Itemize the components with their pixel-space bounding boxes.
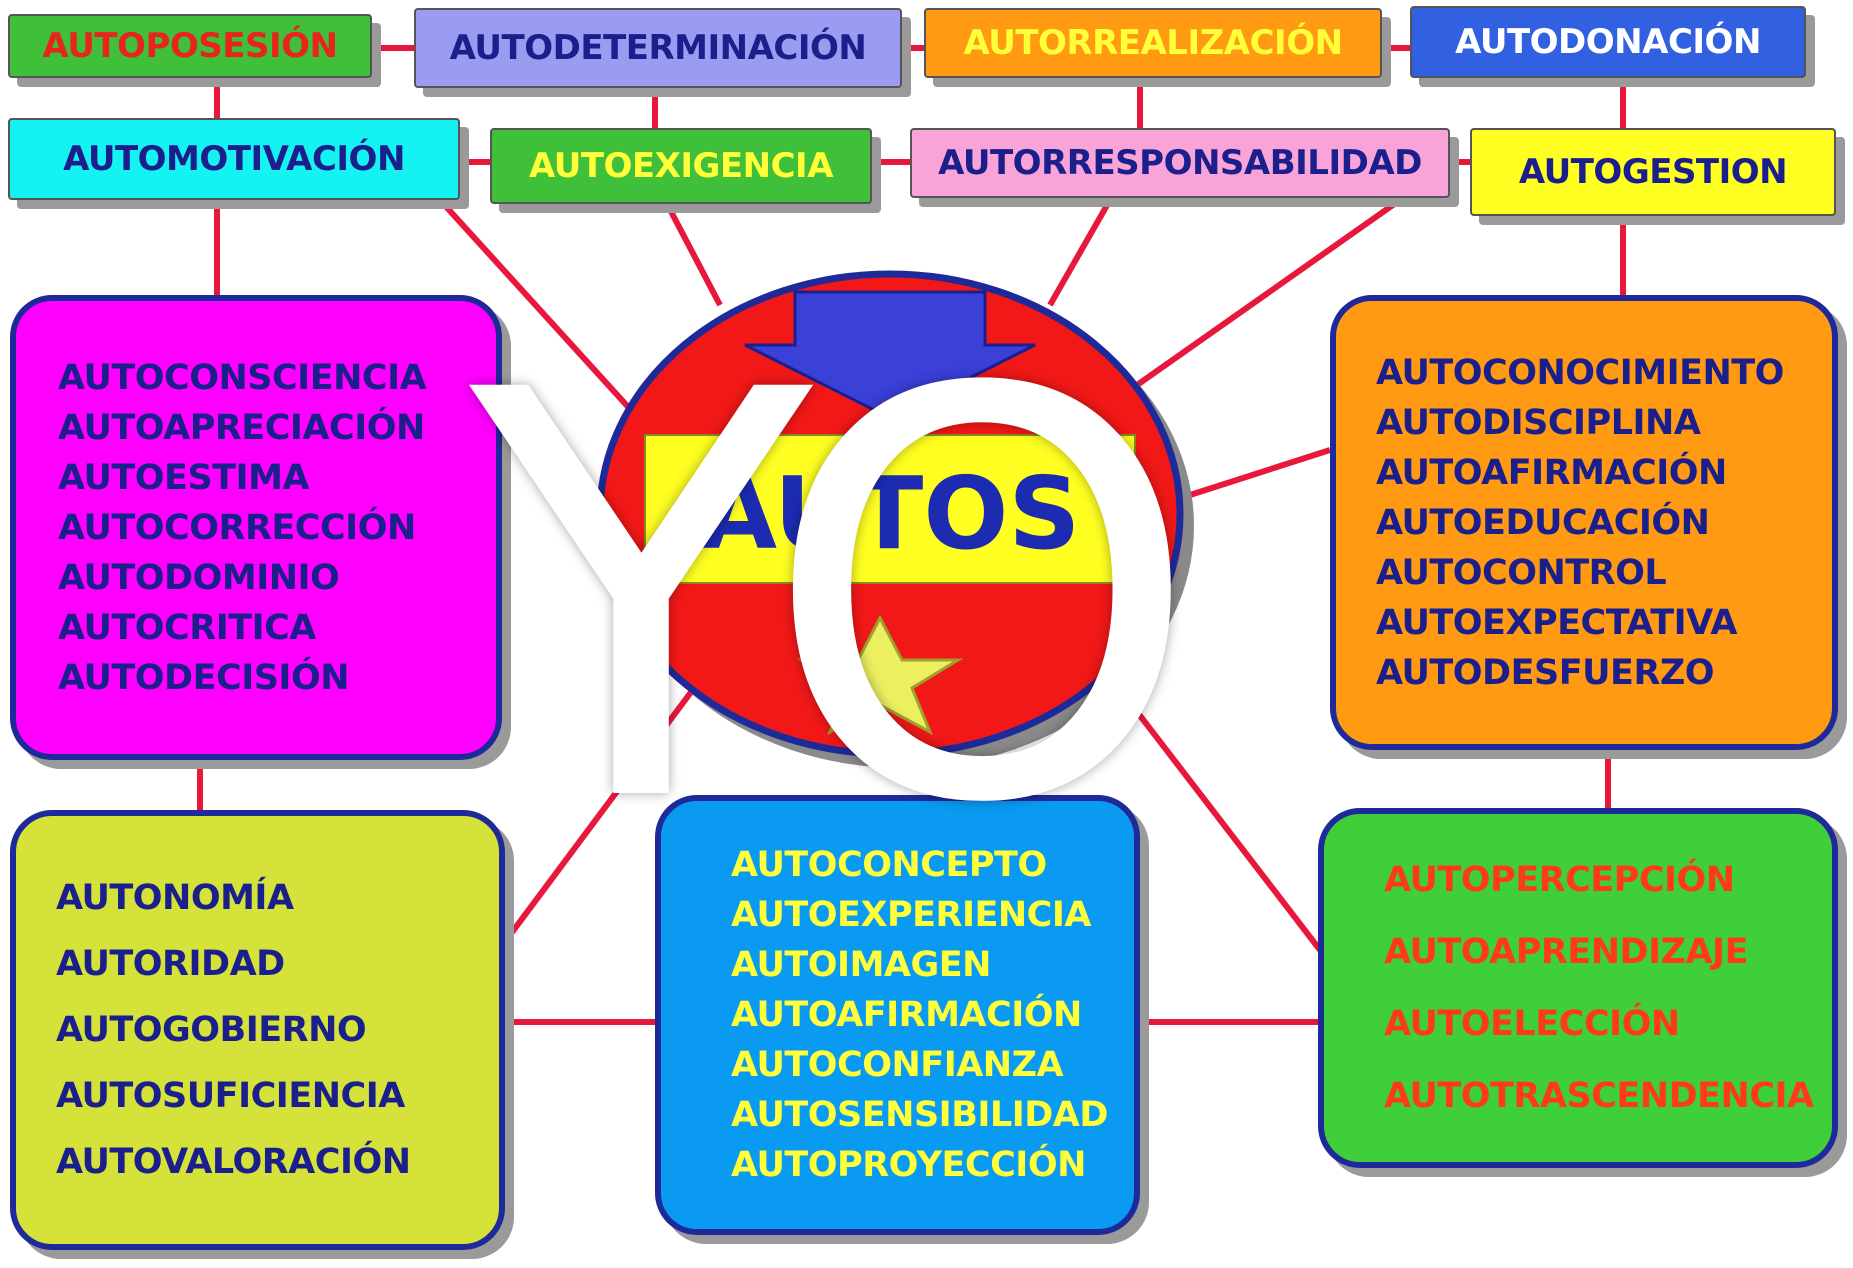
- concept-label: AUTORRESPONSABILIDAD: [938, 143, 1422, 183]
- concept-box-autoposesion: AUTOPOSESIÓN: [8, 14, 372, 78]
- concept-label: AUTOEXIGENCIA: [528, 146, 834, 186]
- connector-group: [197, 45, 1626, 1025]
- group-item: AUTOCONFIANZA: [731, 1045, 1064, 1085]
- concept-box-autodeterminacion: AUTODETERMINACIÓN: [414, 8, 902, 88]
- overlay-title: YO: [470, 274, 1202, 926]
- link-line: [1128, 197, 1402, 393]
- group-item: AUTOIMAGEN: [731, 945, 991, 985]
- concept-label: AUTODONACIÓN: [1455, 22, 1761, 62]
- group-box-blue: AUTOCONCEPTO AUTOEXPERIENCIA AUTOIMAGEN …: [655, 795, 1140, 1235]
- group-item: AUTOSUFICIENCIA: [56, 1076, 405, 1116]
- group-item: AUTOGOBIERNO: [56, 1010, 367, 1050]
- group-item: AUTORIDAD: [56, 944, 285, 984]
- group-item: AUTODECISIÓN: [58, 657, 350, 698]
- group-item: AUTOTRASCENDENCIA: [1384, 1076, 1814, 1116]
- group-item: AUTODOMINIO: [58, 557, 340, 598]
- group-item: AUTOEXPECTATIVA: [1376, 602, 1737, 643]
- group-item: AUTOCONSCIENCIA: [58, 357, 427, 398]
- center-emblem: AUTOS: [596, 270, 1194, 768]
- group-item: AUTOSENSIBILIDAD: [731, 1095, 1108, 1135]
- concept-box-autodonacion: AUTODONACIÓN: [1410, 6, 1806, 78]
- group-item: AUTOELECCIÓN: [1384, 1004, 1680, 1044]
- group-item: AUTOVALORACIÓN: [56, 1142, 411, 1182]
- group-item: AUTOEDUCACIÓN: [1376, 502, 1710, 543]
- concept-label: AUTORREALIZACIÓN: [963, 23, 1343, 63]
- group-item: AUTOCONCEPTO: [731, 845, 1047, 885]
- group-item: AUTOEXPERIENCIA: [731, 895, 1091, 935]
- link-line: [1102, 668, 1323, 952]
- concept-box-autoexigencia: AUTOEXIGENCIA: [490, 128, 872, 204]
- link-line: [437, 197, 643, 423]
- group-box-magenta: AUTOCONSCIENCIA AUTOAPRECIACIÓN AUTOESTI…: [10, 295, 502, 760]
- group-item: AUTOAFIRMACIÓN: [731, 995, 1082, 1035]
- group-box-olive: AUTONOMÍA AUTORIDAD AUTOGOBIERNO AUTOSUF…: [10, 810, 505, 1250]
- link-line: [507, 678, 703, 937]
- group-box-orange: AUTOCONOCIMIENTO AUTODISCIPLINA AUTOAFIR…: [1330, 295, 1838, 750]
- group-item: AUTOAPRENDIZAJE: [1384, 932, 1748, 972]
- group-item: AUTOESTIMA: [58, 457, 310, 498]
- star-icon: [796, 614, 964, 736]
- down-arrow-icon: [744, 290, 1036, 420]
- group-item: AUTOCONTROL: [1376, 552, 1667, 593]
- link-line: [1047, 198, 1113, 307]
- center-label: AUTOS: [700, 455, 1081, 572]
- group-item: AUTODESFUERZO: [1376, 652, 1715, 693]
- group-item: AUTOCORRECCIÓN: [58, 507, 416, 548]
- concept-box-autorresponsabilidad: AUTORRESPONSABILIDAD: [910, 128, 1450, 198]
- concept-box-autorrealizacion: AUTORREALIZACIÓN: [924, 8, 1382, 78]
- group-item: AUTOPROYECCIÓN: [731, 1145, 1086, 1185]
- concept-label: AUTOGESTION: [1518, 152, 1788, 192]
- group-item: AUTOAFIRMACIÓN: [1376, 452, 1727, 493]
- concept-label: AUTODETERMINACIÓN: [449, 28, 867, 68]
- group-item: AUTODISCIPLINA: [1376, 402, 1701, 443]
- concept-label: AUTOMOTIVACIÓN: [63, 139, 405, 179]
- concept-box-autogestion: AUTOGESTION: [1470, 128, 1836, 216]
- group-box-green: AUTOPERCEPCIÓN AUTOAPRENDIZAJE AUTOELECC…: [1318, 808, 1838, 1168]
- group-item: AUTOCONOCIMIENTO: [1376, 352, 1784, 393]
- link-line: [1189, 447, 1331, 498]
- center-label-band: [644, 434, 1136, 584]
- group-item: AUTOPERCEPCIÓN: [1384, 860, 1735, 900]
- group-item: AUTOAPRECIACIÓN: [58, 407, 425, 448]
- link-line: [662, 198, 723, 307]
- concept-box-automotivacion: AUTOMOTIVACIÓN: [8, 118, 460, 200]
- group-item: AUTOCRITICA: [58, 607, 316, 648]
- concept-label: AUTOPOSESIÓN: [42, 26, 338, 66]
- group-item: AUTONOMÍA: [56, 878, 294, 918]
